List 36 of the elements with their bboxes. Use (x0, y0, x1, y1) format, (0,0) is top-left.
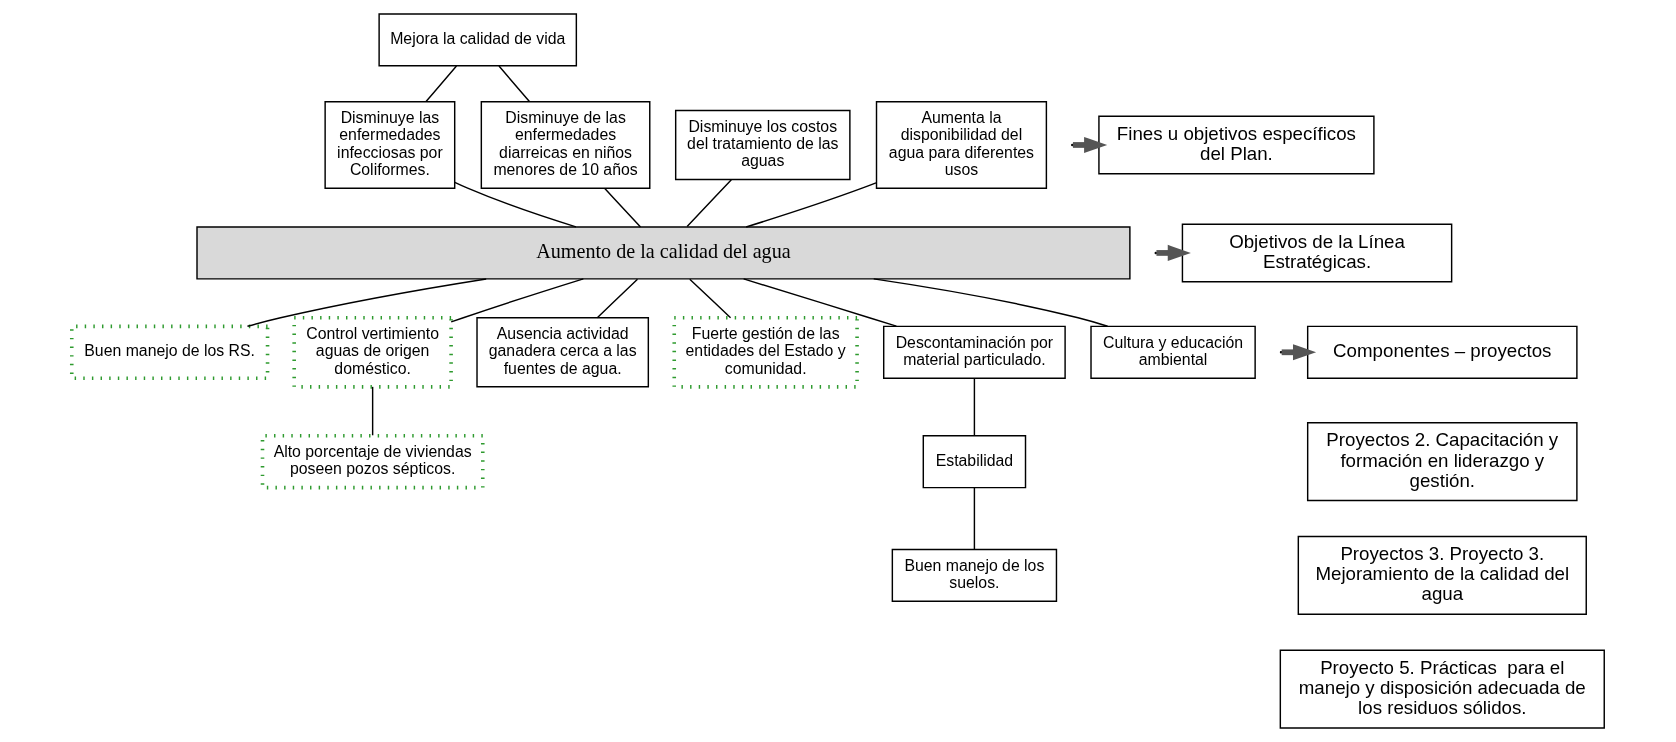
node-box: Control vertimiento aguas de origen doméstico. (292, 315, 453, 389)
connector (498, 65, 531, 103)
connector (745, 182, 877, 228)
connector (686, 178, 733, 228)
node-box: Proyectos 2. Capacitación y formación en liderazgo y gestión. (1306, 422, 1578, 502)
connector (973, 377, 976, 437)
node-box: Cultura y educación ambiental (1090, 325, 1256, 379)
node-box: Buen manejo de los RS. (69, 324, 270, 380)
connector (246, 278, 487, 327)
node-box: Proyectos 3. Proyecto 3. Mejoramiento de la calidad del agua (1297, 535, 1587, 615)
node-box: Disminuye las enfermedades infecciosas por Coliformes. (324, 101, 456, 189)
connector (425, 65, 458, 103)
connector (873, 278, 1109, 327)
node-box: Disminuye los costos del tratamiento de las aguas (674, 109, 851, 181)
connector (454, 181, 577, 228)
node-box: Componentes – proyectos (1306, 325, 1578, 379)
node-box: Proyecto 5. Prácticas para el manejo y disposición adecuada de los residuos sólidos. (1279, 649, 1605, 729)
node-box: Aumento de la calidad del agua (196, 226, 1131, 280)
connector (973, 487, 976, 551)
node-box: Ausencia actividad ganadera cerca a las fuentes de agua. (476, 317, 650, 388)
connector (604, 187, 642, 228)
node-box: Estabilidad (922, 435, 1027, 489)
connector (742, 278, 898, 327)
node-box: Aumenta la disponibilidad del agua para diferentes usos (875, 101, 1048, 189)
node-box: Fuerte gestión de las entidades del Estado y comunidad. (672, 315, 859, 389)
connector (371, 386, 374, 436)
node-box: Objetivos de la Línea Estratégicas. (1181, 223, 1453, 283)
node-box: Buen manejo de los suelos. (891, 548, 1058, 603)
node-box: Mejora la calidad de vida (378, 13, 578, 67)
node-box: Disminuye de las enfermedades diarreicas en niños menores de 10 años (480, 101, 651, 189)
node-box: Fines u objetivos específicos del Plan. (1098, 115, 1375, 175)
node-box: Descontaminación por material particulado. (883, 325, 1066, 379)
connector (596, 278, 639, 319)
connector (689, 278, 732, 319)
node-box: Alto porcentaje de viviendas poseen pozos sépticos. (260, 433, 485, 490)
connector (450, 278, 585, 323)
